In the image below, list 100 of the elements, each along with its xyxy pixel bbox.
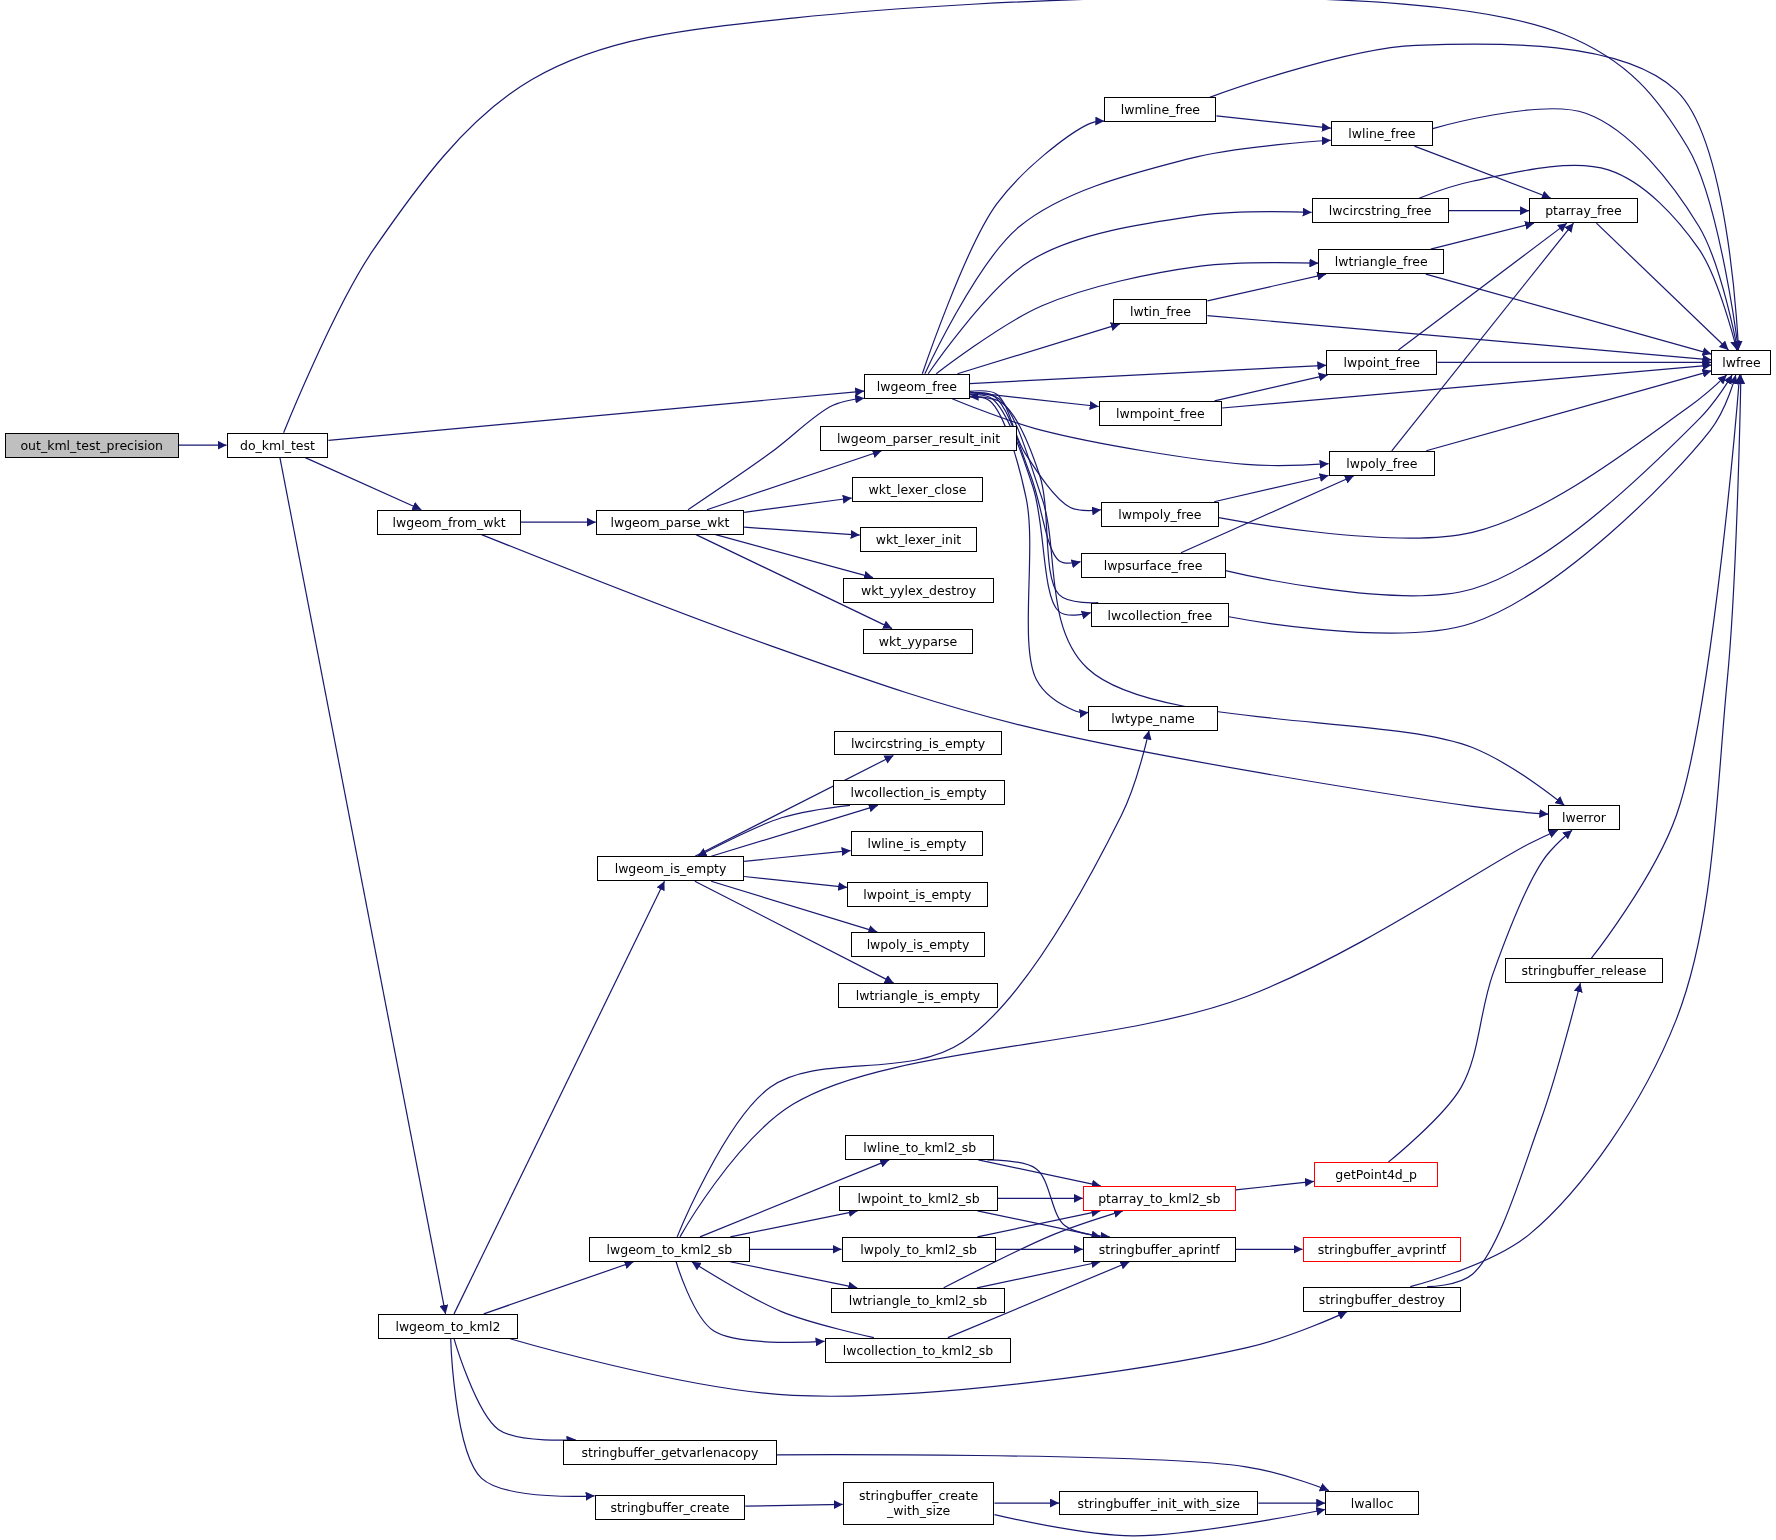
call-arrow	[697, 804, 851, 857]
function-box: stringbuffer_destroy	[1302, 1286, 1462, 1312]
call-arrow	[951, 398, 1330, 469]
call-arrow	[927, 207, 1313, 375]
function-box: lwcollection_is_empty	[832, 780, 1005, 806]
call-arrow	[1218, 374, 1728, 539]
function-box: stringbuffer_getvarlenacopy	[562, 1439, 777, 1465]
call-arrow	[699, 1159, 890, 1238]
call-arrow	[968, 393, 1565, 806]
call-arrow	[1228, 374, 1738, 634]
call-arrow	[1432, 108, 1741, 351]
call-arrow	[675, 1261, 826, 1347]
call-arrow	[921, 116, 1105, 375]
call-arrow	[995, 1244, 1084, 1254]
call-arrow	[997, 1193, 1084, 1203]
function-box: lwfree	[1711, 350, 1772, 375]
call-arrow	[1235, 1244, 1304, 1254]
function-box: stringbuffer_avprintf	[1302, 1236, 1462, 1262]
function-box: lwpoly_free	[1328, 450, 1436, 476]
call-arrow	[1425, 273, 1713, 356]
function-box: lwpoly_is_empty	[850, 932, 986, 958]
call-arrow	[993, 1506, 1326, 1537]
function-box: lwmpoint_free	[1098, 400, 1223, 426]
function-box: lwpoint_free	[1326, 350, 1438, 375]
function-box: lwgeom_parser_result_init	[820, 425, 1018, 451]
function-box: lwtin_free	[1113, 299, 1208, 324]
call-arrow	[304, 457, 422, 511]
call-arrow	[1206, 271, 1327, 302]
function-box: lwcollection_to_kml2_sb	[824, 1337, 1012, 1363]
function-box: lwerror	[1548, 805, 1620, 831]
call-arrow	[744, 1500, 844, 1510]
function-box: lwtype_name	[1088, 705, 1218, 731]
call-arrow	[1397, 222, 1568, 351]
function-box: lwcircstring_free	[1311, 198, 1449, 224]
call-arrow	[279, 457, 449, 1315]
call-arrow	[924, 136, 1332, 375]
call-arrow	[1257, 1498, 1326, 1508]
call-arrow	[1206, 315, 1713, 364]
function-box: stringbuffer_release	[1505, 958, 1663, 984]
call-arrow	[993, 1498, 1060, 1508]
function-box: wkt_yyparse	[863, 628, 973, 654]
call-arrow	[327, 387, 865, 442]
call-arrow	[1430, 220, 1535, 250]
call-arrow	[520, 517, 597, 527]
call-arrow	[694, 754, 895, 857]
function-box: ptarray_to_kml2_sb	[1082, 1185, 1236, 1211]
call-arrow	[710, 803, 879, 857]
call-arrow	[178, 440, 228, 450]
call-arrow	[968, 361, 1327, 385]
call-arrow	[694, 880, 895, 984]
call-arrow	[1213, 372, 1329, 402]
function-box: stringbuffer_aprintf	[1082, 1236, 1236, 1262]
function-box: lwtriangle_to_kml2_sb	[831, 1287, 1005, 1313]
function-box: ptarray_free	[1529, 198, 1638, 224]
call-arrow	[1180, 475, 1355, 554]
call-arrow	[695, 534, 893, 630]
call-arrow	[1448, 206, 1530, 216]
function-box: stringbuffer_init_with_size	[1059, 1490, 1259, 1516]
function-box: lwline_is_empty	[850, 831, 984, 857]
call-arrow	[776, 1454, 1330, 1492]
function-box: do_kml_test	[226, 432, 329, 458]
function-box: lwtriangle_free	[1318, 249, 1445, 275]
function-box: out_kml_test_precision	[4, 432, 179, 458]
call-arrow	[1413, 145, 1552, 200]
function-box: lwgeom_free	[864, 373, 970, 399]
call-arrow	[1425, 368, 1713, 452]
function-box: lwgeom_to_kml2	[378, 1313, 518, 1339]
call-arrow	[1590, 374, 1744, 959]
call-arrow	[1595, 222, 1730, 351]
function-box: wkt_lexer_init	[859, 526, 978, 552]
function-box: lwalloc	[1325, 1490, 1420, 1516]
call-arrow	[480, 534, 1549, 819]
function-box: lwcollection_free	[1090, 602, 1229, 628]
function-box: lwpsurface_free	[1080, 552, 1226, 578]
function-box: lwgeom_to_kml2_sb	[588, 1236, 750, 1262]
call-arrow	[1436, 357, 1713, 367]
call-arrow	[450, 1338, 596, 1501]
function-box: lwmline_free	[1104, 97, 1217, 123]
function-box: lwpoint_is_empty	[847, 882, 988, 908]
call-arrow	[968, 392, 1082, 569]
function-box: lwgeom_is_empty	[596, 856, 745, 882]
call-arrow	[1209, 43, 1743, 351]
call-arrow	[453, 880, 666, 1315]
call-arrow	[743, 846, 852, 862]
call-arrow	[676, 729, 1152, 1238]
function-box: lwcircstring_is_empty	[833, 730, 1003, 756]
call-arrow	[743, 526, 861, 539]
call-arrow	[679, 829, 1559, 1238]
call-arrow	[1235, 1177, 1315, 1191]
function-box: lwline_free	[1330, 121, 1433, 147]
call-arrow	[1418, 164, 1739, 351]
call-arrow	[687, 394, 865, 511]
call-arrow	[743, 875, 848, 891]
call-arrow	[483, 1260, 635, 1315]
call-arrow	[1213, 473, 1330, 503]
call-arrow	[706, 449, 883, 511]
function-box: lwgeom_from_wkt	[377, 509, 521, 535]
function-box: lwpoly_to_kml2_sb	[841, 1236, 996, 1262]
function-box: lwline_to_kml2_sb	[844, 1134, 995, 1160]
call-arrow	[943, 1209, 1124, 1289]
